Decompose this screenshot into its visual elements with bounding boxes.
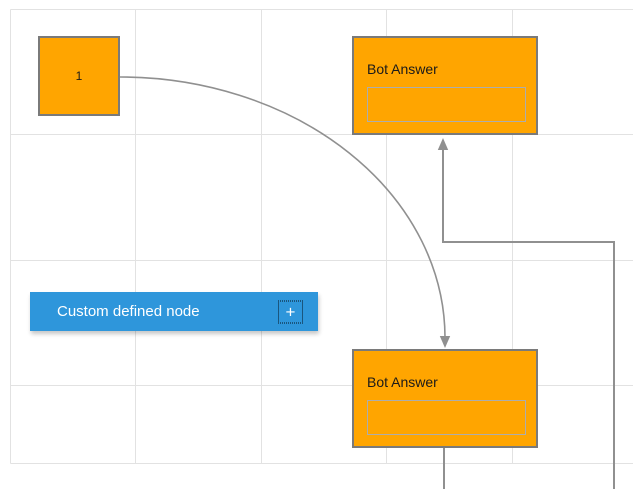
add-plus-icon[interactable]: +: [278, 300, 303, 323]
node-bot-answer-top[interactable]: Bot Answer: [352, 36, 538, 135]
node-start[interactable]: 1: [38, 36, 120, 116]
connector-curve[interactable]: [119, 76, 446, 338]
node-custom-defined[interactable]: Custom defined node +: [30, 292, 318, 331]
node-start-label: 1: [75, 69, 83, 83]
arrowhead-down-icon: [439, 336, 451, 348]
connectors: [119, 76, 615, 489]
bot-answer-title: Bot Answer: [367, 374, 438, 390]
bot-answer-title: Bot Answer: [367, 61, 438, 77]
connector-orthogonal[interactable]: [442, 149, 615, 489]
bot-answer-input-box[interactable]: [367, 400, 526, 435]
bot-answer-input-box[interactable]: [367, 87, 526, 122]
arrowhead-up-icon: [437, 138, 449, 150]
custom-node-label: Custom defined node: [57, 303, 200, 320]
node-bot-answer-bottom[interactable]: Bot Answer: [352, 349, 538, 448]
